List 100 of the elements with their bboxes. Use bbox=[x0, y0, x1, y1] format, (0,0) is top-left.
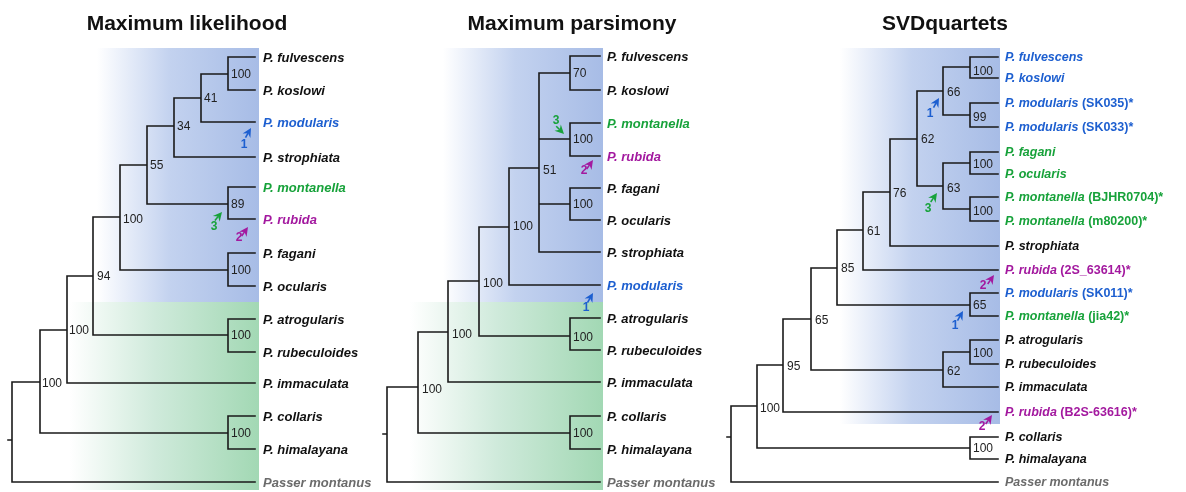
support-value: 100 bbox=[760, 402, 781, 414]
arrow-number: 2 bbox=[235, 231, 243, 243]
taxon-label: P. himalayana bbox=[607, 442, 693, 456]
support-value: 100 bbox=[452, 328, 473, 340]
support-value: 100 bbox=[42, 377, 63, 389]
taxon-label: P. atrogularis bbox=[607, 311, 689, 325]
support-value: 61 bbox=[867, 225, 881, 237]
support-value: 62 bbox=[947, 365, 961, 377]
taxon-label: P. fulvescens bbox=[263, 50, 345, 64]
taxon-label: P. himalayana bbox=[1005, 452, 1087, 466]
taxon-label: P. collaris bbox=[607, 409, 667, 423]
taxon-label: P. ocularis bbox=[607, 213, 672, 227]
taxon-label: P. atrogularis bbox=[1005, 333, 1084, 347]
support-value: 100 bbox=[973, 158, 994, 170]
taxon-label: P. ocularis bbox=[263, 279, 328, 293]
support-value: 99 bbox=[973, 111, 987, 123]
support-value: 85 bbox=[841, 262, 855, 274]
support-value: 65 bbox=[815, 314, 829, 326]
arrow-number: 1 bbox=[240, 138, 248, 150]
taxon-label: P. fulvescens bbox=[607, 49, 689, 63]
taxon-label: P. koslowi bbox=[263, 83, 325, 97]
support-value: 63 bbox=[947, 182, 961, 194]
taxon-label: P. rubida bbox=[607, 149, 661, 163]
taxon-label: P. strophiata bbox=[607, 245, 685, 259]
support-value: 62 bbox=[921, 133, 935, 145]
panel-title: Maximum parsimony bbox=[467, 11, 677, 33]
taxon-label: P. montanella bbox=[263, 180, 346, 194]
taxon-label: P. rubeculoides bbox=[607, 343, 703, 357]
support-value: 100 bbox=[573, 427, 594, 439]
support-value: 65 bbox=[973, 299, 987, 311]
taxon-label: Passer montanus bbox=[607, 475, 716, 489]
support-value: 100 bbox=[513, 220, 534, 232]
support-value: 100 bbox=[973, 65, 994, 77]
taxon-label: P. collaris bbox=[263, 409, 323, 423]
support-value: 100 bbox=[483, 277, 504, 289]
arrow-number: 1 bbox=[951, 319, 959, 331]
taxon-label: P. rubida (B2S-63616)* bbox=[1005, 405, 1137, 419]
panel-title: Maximum likelihood bbox=[86, 11, 288, 33]
taxon-label: P. fagani bbox=[263, 246, 316, 260]
arrow-number: 2 bbox=[978, 420, 986, 432]
arrow-number: 1 bbox=[582, 301, 590, 313]
support-value: 100 bbox=[422, 383, 443, 395]
support-value: 100 bbox=[573, 133, 594, 145]
taxon-label: P. modularis (SK033)* bbox=[1005, 120, 1134, 134]
arrow-number: 1 bbox=[926, 107, 934, 119]
taxon-label: P. collaris bbox=[1005, 430, 1063, 444]
taxon-label: P. immaculata bbox=[607, 375, 693, 389]
support-value: 76 bbox=[893, 187, 907, 199]
support-value: 95 bbox=[787, 360, 801, 372]
support-value: 100 bbox=[973, 442, 994, 454]
taxon-label: P. montanella bbox=[607, 116, 690, 130]
support-value: 100 bbox=[231, 427, 252, 439]
taxon-label: P. modularis bbox=[263, 115, 340, 129]
taxon-label: Passer montanus bbox=[1005, 475, 1110, 489]
taxon-label: P. koslowi bbox=[607, 83, 669, 97]
taxon-label: P. modularis (SK011)* bbox=[1005, 286, 1133, 300]
taxon-label: P. fagani bbox=[607, 181, 660, 195]
arrow-number: 2 bbox=[979, 279, 987, 291]
arrow-number: 3 bbox=[210, 220, 218, 232]
support-value: 100 bbox=[231, 68, 252, 80]
taxon-label: P. fagani bbox=[1005, 145, 1056, 159]
taxon-label: P. atrogularis bbox=[263, 312, 345, 326]
arrow-number: 3 bbox=[552, 114, 560, 126]
support-value: 100 bbox=[573, 198, 594, 210]
taxon-label: P. modularis (SK035)* bbox=[1005, 96, 1134, 110]
support-value: 100 bbox=[231, 329, 252, 341]
taxon-label: P. montanella (jia42)* bbox=[1005, 309, 1130, 323]
support-value: 51 bbox=[543, 164, 557, 176]
taxon-label: P. rubeculoides bbox=[1005, 357, 1097, 371]
taxon-label: P. ocularis bbox=[1005, 167, 1067, 181]
support-value: 55 bbox=[150, 159, 164, 171]
support-value: 100 bbox=[973, 205, 994, 217]
support-value: 66 bbox=[947, 86, 961, 98]
panel-title: SVDquartets bbox=[882, 11, 1008, 33]
taxon-label: P. fulvescens bbox=[1005, 50, 1084, 64]
support-value: 100 bbox=[231, 264, 252, 276]
support-value: 41 bbox=[204, 92, 218, 104]
taxon-label: P. rubida (2S_63614)* bbox=[1005, 263, 1131, 277]
support-value: 34 bbox=[177, 120, 191, 132]
support-value: 70 bbox=[573, 67, 587, 79]
support-value: 100 bbox=[69, 324, 90, 336]
taxon-label: P. modularis bbox=[607, 278, 684, 292]
taxon-label: P. rubida bbox=[263, 212, 317, 226]
taxon-label: P. himalayana bbox=[263, 442, 349, 456]
support-value: 94 bbox=[97, 270, 111, 282]
support-value: 100 bbox=[123, 213, 144, 225]
taxon-label: P. strophiata bbox=[263, 150, 341, 164]
taxon-label: P. montanella (m80200)* bbox=[1005, 214, 1148, 228]
support-value: 100 bbox=[573, 331, 594, 343]
taxon-label: P. rubeculoides bbox=[263, 345, 359, 359]
taxon-label: P. koslowi bbox=[1005, 71, 1065, 85]
taxon-label: P. immaculata bbox=[263, 376, 349, 390]
support-value: 100 bbox=[973, 347, 994, 359]
arrow-number: 3 bbox=[924, 202, 932, 214]
taxon-label: P. strophiata bbox=[1005, 239, 1080, 253]
support-value: 89 bbox=[231, 198, 245, 210]
arrow-number: 2 bbox=[580, 164, 588, 176]
taxon-label: P. montanella (BJHR0704)* bbox=[1005, 190, 1164, 204]
taxon-label: P. immaculata bbox=[1005, 380, 1088, 394]
taxon-label: Passer montanus bbox=[263, 475, 372, 489]
